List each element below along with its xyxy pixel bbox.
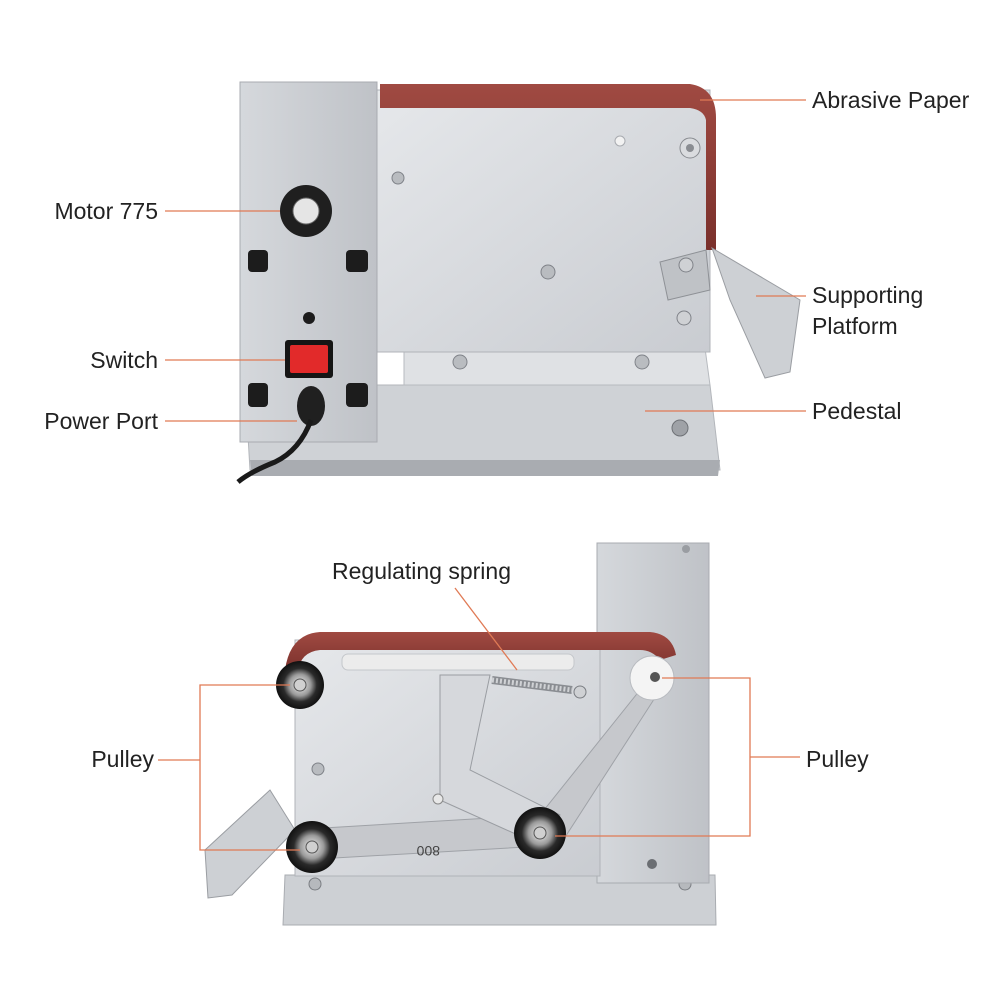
bottom-callouts <box>158 587 800 851</box>
label-pedestal: Pedestal <box>812 398 902 424</box>
top-abrasive-belt <box>380 84 716 250</box>
top-machine <box>236 81 801 484</box>
bottom-abrasive-belt <box>285 632 676 672</box>
top-mounting-plate <box>403 347 711 386</box>
label-pulley-right: Pulley <box>806 746 869 772</box>
top-supporting-platform <box>711 246 801 379</box>
bottom-motor-box <box>596 542 710 884</box>
callout-pulley-left-bracket <box>199 684 300 851</box>
belt-grit-label: 800 <box>416 843 440 859</box>
bottom-machine: 800 <box>204 542 717 926</box>
bottom-supporting-platform <box>204 789 296 899</box>
label-regulating-spring: Regulating spring <box>332 558 512 584</box>
label-power-port: Power Port <box>44 408 158 434</box>
callout-regulating-spring <box>454 587 518 671</box>
top-power-port <box>297 386 325 426</box>
regulating-spring <box>491 676 587 699</box>
top-main-plate <box>374 89 711 353</box>
label-pulley-left: Pulley <box>91 746 154 772</box>
label-supporting-platform-1: Supporting <box>812 282 924 308</box>
label-motor: Motor 775 <box>54 198 158 224</box>
label-supporting-platform-2: Platform <box>812 313 898 339</box>
top-callouts <box>165 99 806 422</box>
top-power-cable <box>236 419 314 484</box>
label-switch: Switch <box>90 347 158 373</box>
label-abrasive-paper: Abrasive Paper <box>812 87 970 113</box>
